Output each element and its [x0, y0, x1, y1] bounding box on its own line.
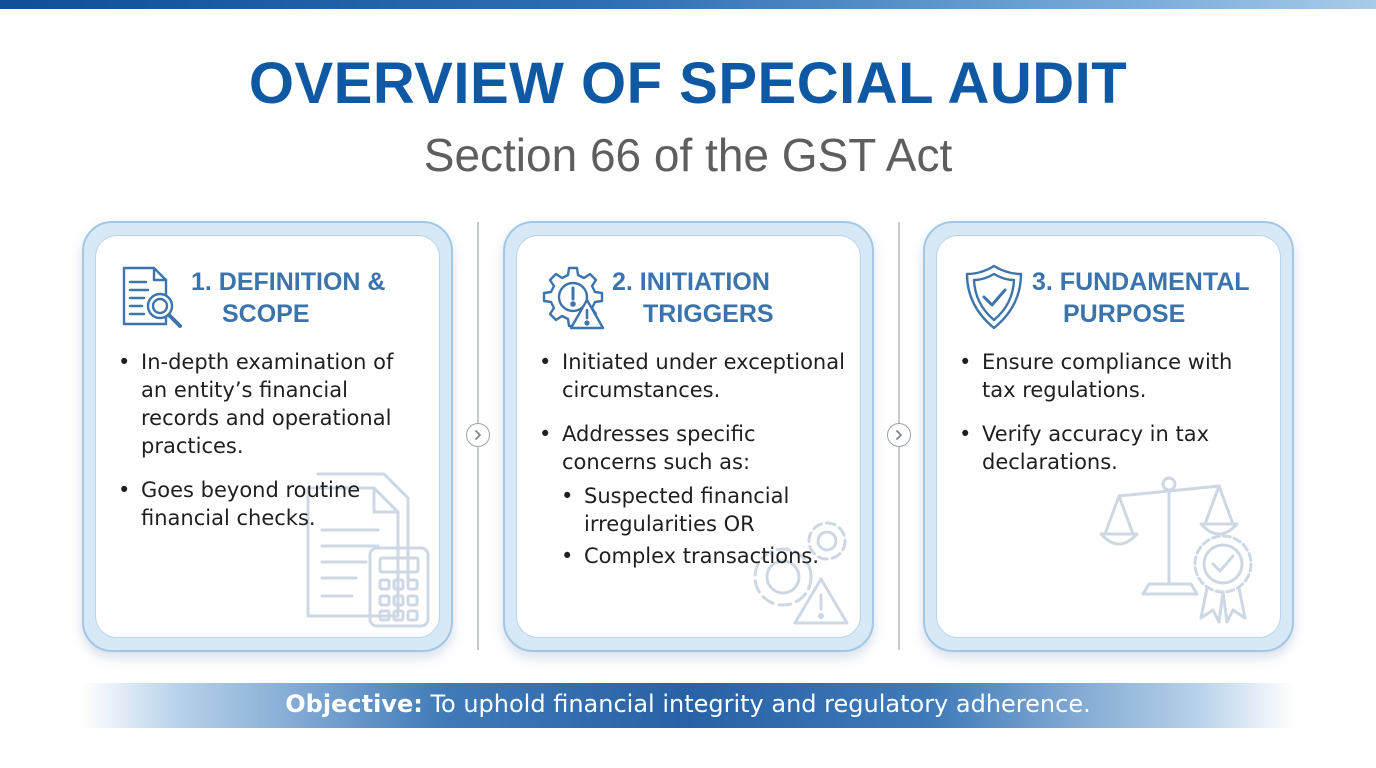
objective-banner — [82, 683, 1294, 728]
scales-badge-icon — [1099, 476, 1253, 624]
objective-statement: Objective: To uphold financial integrity… — [0, 690, 1376, 718]
card-title-line: PURPOSE — [1063, 300, 1186, 328]
bullet-item: Initiated under exceptional circumstance… — [537, 348, 847, 404]
card-title-line: 1. DEFINITION & — [191, 268, 386, 296]
sub-bullet-item: Suspected financial irregularities OR — [559, 482, 847, 538]
bullet-item: In-depth examination of an entity’s fina… — [116, 348, 426, 460]
page-subtitle: Section 66 of the GST Act — [423, 129, 953, 181]
card-title-line: SCOPE — [222, 300, 310, 328]
card-initiation-triggers-bullets: Initiated under exceptional circumstance… — [537, 348, 847, 574]
objective-text: To uphold financial integrity and regula… — [422, 690, 1091, 718]
page-title: OVERVIEW OF SPECIAL AUDIT — [248, 51, 1128, 116]
chevron-right-icon — [466, 423, 490, 447]
bullet-item: Verify accuracy in tax declarations. — [957, 420, 1267, 476]
card-definition-scope-title: 1. DEFINITION & SCOPE — [191, 266, 431, 330]
gear-warning-icon — [542, 266, 605, 330]
card-fundamental-purpose-body: 3. FUNDAMENTAL PURPOSE Ensure compliance… — [936, 235, 1281, 638]
shield-check-icon — [965, 264, 1023, 330]
card-definition-scope-bullets: In-depth examination of an entity’s fina… — [116, 348, 426, 548]
document-magnifier-icon — [122, 266, 182, 328]
bullet-item: Ensure compliance with tax regulations. — [957, 348, 1267, 404]
card-title-line: 2. INITIATION — [612, 268, 770, 296]
chevron-right-icon — [887, 423, 911, 447]
card-fundamental-purpose-title: 3. FUNDAMENTAL PURPOSE — [1032, 266, 1272, 330]
bullet-item: Addresses specific concerns such as: — [537, 420, 847, 476]
bullet-item: Goes beyond routine financial checks. — [116, 476, 426, 532]
card-initiation-triggers-body: 2. INITIATION TRIGGERS Initiated under e… — [516, 235, 861, 638]
card-initiation-triggers: 2. INITIATION TRIGGERS Initiated under e… — [503, 221, 874, 652]
card-title-line: 3. FUNDAMENTAL — [1032, 268, 1250, 296]
card-title-line: TRIGGERS — [643, 300, 774, 328]
card-initiation-triggers-title: 2. INITIATION TRIGGERS — [612, 266, 852, 330]
card-fundamental-purpose-bullets: Ensure compliance with tax regulations. … — [957, 348, 1267, 492]
card-definition-scope: 1. DEFINITION & SCOPE In-depth examinati… — [82, 221, 453, 652]
sub-bullet-item: Complex transactions. — [559, 542, 847, 570]
top-accent-bar — [0, 0, 1376, 9]
objective-label: Objective: — [285, 690, 423, 718]
card-fundamental-purpose: 3. FUNDAMENTAL PURPOSE Ensure compliance… — [923, 221, 1294, 652]
card-definition-scope-body: 1. DEFINITION & SCOPE In-depth examinati… — [95, 235, 440, 638]
